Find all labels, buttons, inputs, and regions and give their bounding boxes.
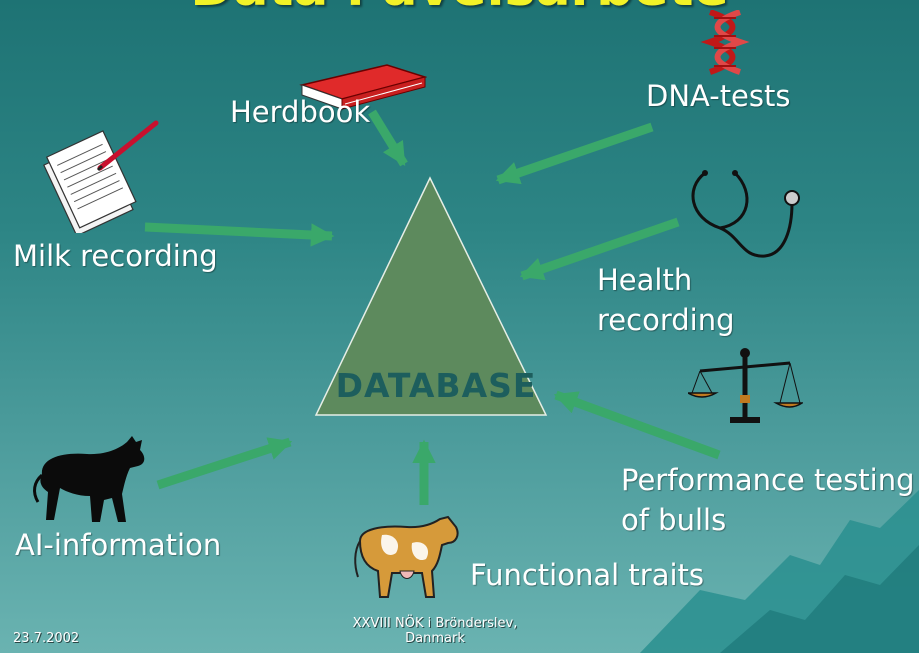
footer-event-line-1: XXVIII NÖK i Brönderslev, [352, 616, 518, 631]
arrow-dna-tests [495, 122, 654, 185]
label-functional-traits: Functional traits [470, 558, 704, 592]
footer-event-line-2: Danmark [405, 630, 465, 646]
performance-testing-line-1: Performance testing [621, 463, 915, 497]
slide-title: Data i avelsarbete [0, 0, 919, 18]
footer-event: XXVIII NÖK i Brönderslev, Danmark [300, 616, 570, 647]
label-milk-recording: Milk recording [13, 239, 218, 273]
label-herdbook: Herdbook [230, 95, 371, 129]
health-recording-line-1: Health [597, 263, 693, 297]
database-label: DATABASE [335, 366, 537, 405]
stethoscope-icon [691, 170, 800, 258]
arrow-herdbook [368, 109, 408, 167]
arrow-health-recording [519, 217, 680, 281]
performance-testing-line-2: of bulls [621, 503, 727, 538]
paper-pen-icon [43, 120, 159, 233]
footer-date: 23.7.2002 [13, 631, 80, 646]
dna-icon [700, 10, 750, 75]
label-health-recording: Health recording [597, 260, 734, 340]
arrow-milk-recording [144, 222, 335, 247]
bull-icon [33, 436, 145, 522]
label-performance-testing: Performance testing of bulls [621, 460, 915, 540]
cow-icon [354, 515, 459, 598]
scale-icon [688, 348, 803, 423]
label-dna-tests: DNA-tests [646, 79, 791, 113]
health-recording-line-2: recording [597, 303, 735, 338]
label-ai-information: AI-information [15, 528, 222, 562]
arrow-ai-information [156, 437, 293, 490]
arrow-performance-testing [553, 390, 721, 460]
book-icon [299, 64, 427, 110]
